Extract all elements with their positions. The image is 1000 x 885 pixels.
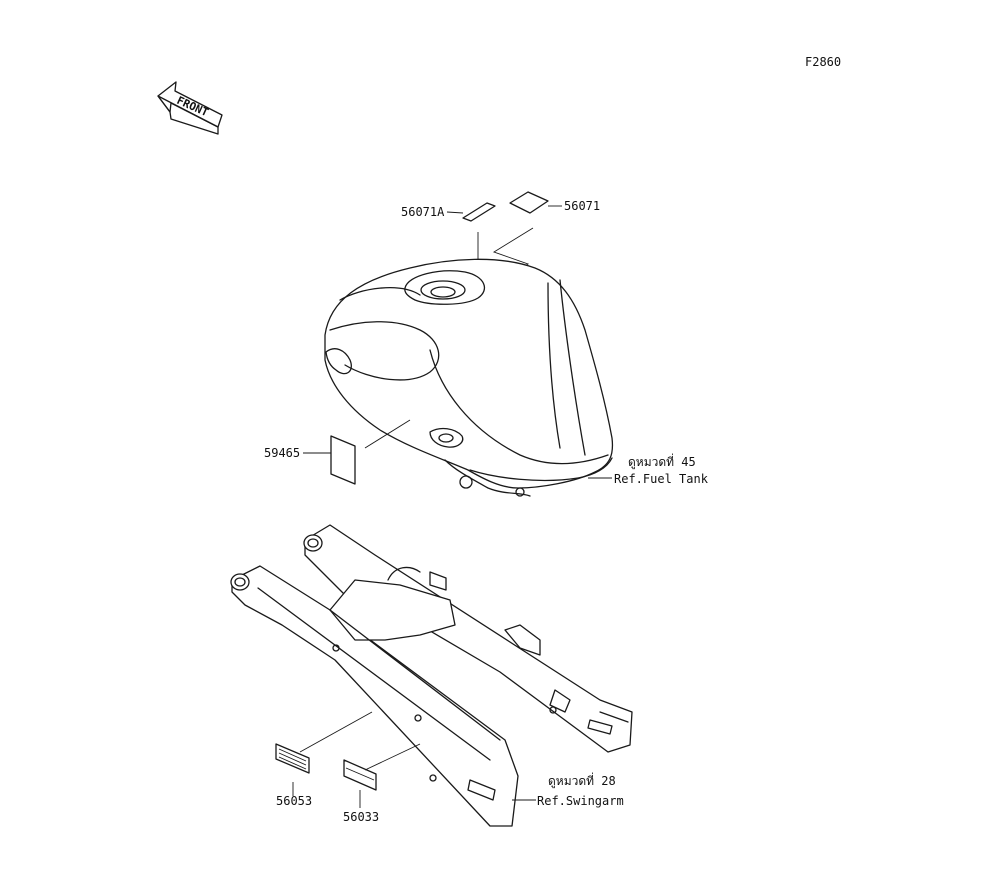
leader-line-59465-tank bbox=[364, 419, 411, 449]
decal-59465-icon bbox=[330, 435, 356, 485]
leader-line-56053-arm bbox=[299, 711, 373, 753]
decal-56071-icon bbox=[509, 191, 549, 214]
ref-swingarm-thai: ดูหมวดที่ 28 bbox=[548, 774, 616, 788]
front-arrow-label: FRONT bbox=[175, 94, 211, 119]
front-arrow-icon: FRONT bbox=[157, 81, 223, 135]
leader-line-56071A bbox=[446, 211, 464, 214]
decal-56053-icon bbox=[275, 743, 310, 774]
swingarm-illustration bbox=[230, 524, 633, 827]
fuel-tank-illustration bbox=[324, 258, 614, 497]
decal-56033-icon bbox=[343, 759, 377, 791]
part-number-56053: 56053 bbox=[276, 794, 313, 808]
part-number-56033: 56033 bbox=[343, 810, 380, 824]
part-number-56071A: 56071A bbox=[401, 205, 445, 219]
ref-fuel-tank-thai: ดูหมวดที่ 45 bbox=[628, 455, 696, 469]
ref-fuel-tank-label: Ref.Fuel Tank bbox=[614, 472, 708, 486]
part-number-59465: 59465 bbox=[264, 446, 301, 460]
leader-line-56033-arm bbox=[364, 743, 421, 771]
decal-56071A-icon bbox=[462, 202, 496, 222]
ref-swingarm-label: Ref.Swingarm bbox=[537, 794, 624, 808]
diagram-code: F2860 bbox=[805, 55, 842, 69]
part-number-56071: 56071 bbox=[564, 199, 601, 213]
